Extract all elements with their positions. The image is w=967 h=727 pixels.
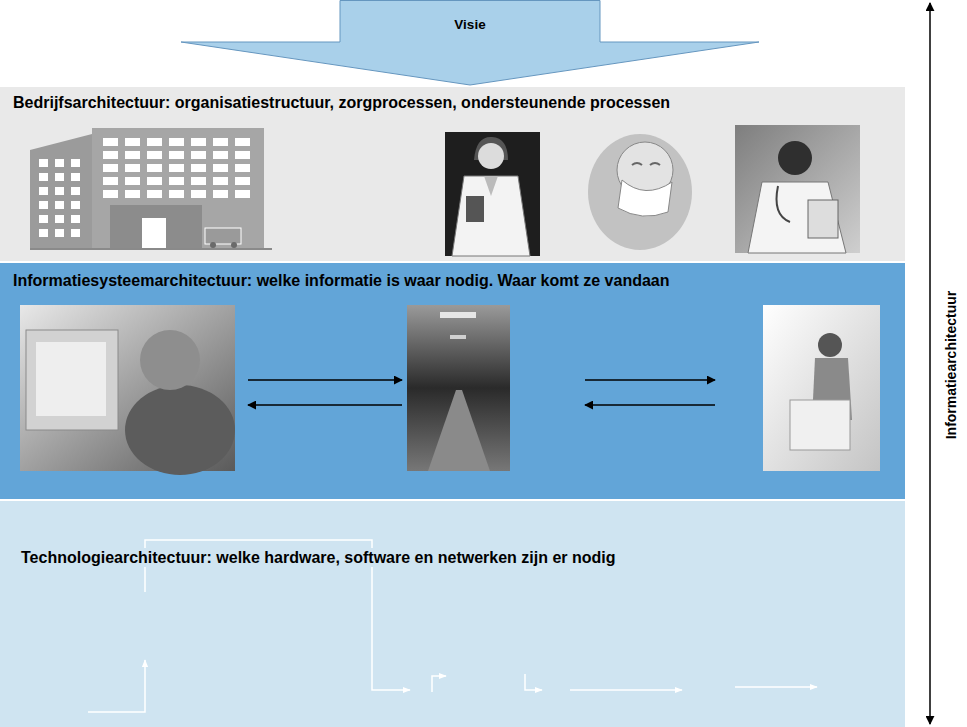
vision-arrow-shape	[180, 0, 760, 86]
building-block	[92, 128, 264, 248]
monitor	[26, 330, 118, 430]
building-door	[142, 218, 166, 248]
ceiling-light	[450, 335, 466, 339]
doctor-collar	[484, 176, 498, 196]
ambulance	[205, 228, 241, 244]
photo-ground	[763, 305, 880, 471]
architecture-band: Informatiesysteemarchitectuur: welke inf…	[0, 263, 905, 499]
tissue	[618, 180, 672, 216]
doctor-picture	[445, 132, 540, 256]
patient-eyes	[632, 163, 660, 165]
network-line	[88, 660, 145, 712]
vision-arrow-outline	[181, 1, 759, 86]
building-windows	[100, 136, 254, 201]
computer-user-photo	[20, 305, 235, 475]
ground-line	[30, 248, 272, 250]
building-wing	[30, 134, 92, 248]
patient-body	[588, 134, 692, 250]
flow-arrow	[248, 379, 402, 381]
network-line	[735, 686, 817, 688]
vision-title: Visie	[180, 17, 760, 33]
doctor-head	[778, 141, 812, 175]
corridor-floor	[428, 390, 490, 471]
computer	[790, 400, 850, 450]
doctor-clipboard	[808, 200, 838, 238]
building-entrance	[110, 205, 202, 248]
network-line	[525, 674, 542, 690]
network-line	[432, 676, 446, 692]
photo-ground	[407, 305, 510, 471]
ambulance-wheel	[210, 242, 216, 248]
patient-head	[617, 142, 673, 198]
monitor-screen	[36, 342, 106, 416]
building-windows	[36, 156, 86, 240]
flow-arrow	[585, 404, 715, 406]
network-line	[570, 689, 682, 691]
band-heading: Bedrijfsarchitectuur: organisatiestructu…	[10, 93, 673, 112]
doctor-clipboard	[466, 196, 484, 222]
stethoscope	[777, 186, 791, 222]
person-head	[140, 330, 200, 390]
doctor-picture	[735, 125, 860, 253]
hospital-picture	[30, 128, 272, 249]
picture-ground	[735, 125, 860, 253]
doctor-coat	[748, 182, 846, 253]
server-room-photo	[407, 305, 510, 471]
doctor-head	[478, 143, 504, 169]
person-body	[812, 358, 852, 420]
architecture-band: Bedrijfsarchitectuur: organisatiestructu…	[0, 87, 905, 261]
vision-arrow: Visie	[180, 0, 760, 86]
flow-arrow	[585, 379, 715, 381]
axis-label: Informatiearchitectuur	[943, 291, 960, 440]
ambulance-wheel	[231, 242, 237, 248]
computer-user-photo	[763, 305, 880, 471]
architecture-band: Technologiearchitectuur: welke hardware,…	[0, 501, 905, 727]
band-heading: Technologiearchitectuur: welke hardware,…	[18, 548, 619, 567]
doctor-hair	[474, 137, 508, 160]
network-line	[145, 540, 410, 690]
band-heading: Informatiesysteemarchitectuur: welke inf…	[10, 271, 673, 290]
scope-arrow	[929, 3, 931, 724]
doctor-coat	[452, 176, 530, 256]
person-head	[818, 333, 842, 357]
person-body	[125, 385, 235, 475]
photo-ground	[20, 305, 235, 471]
picture-ground	[445, 132, 540, 256]
patient-picture	[588, 134, 692, 250]
flow-arrow	[248, 404, 402, 406]
ceiling-light	[440, 312, 476, 318]
